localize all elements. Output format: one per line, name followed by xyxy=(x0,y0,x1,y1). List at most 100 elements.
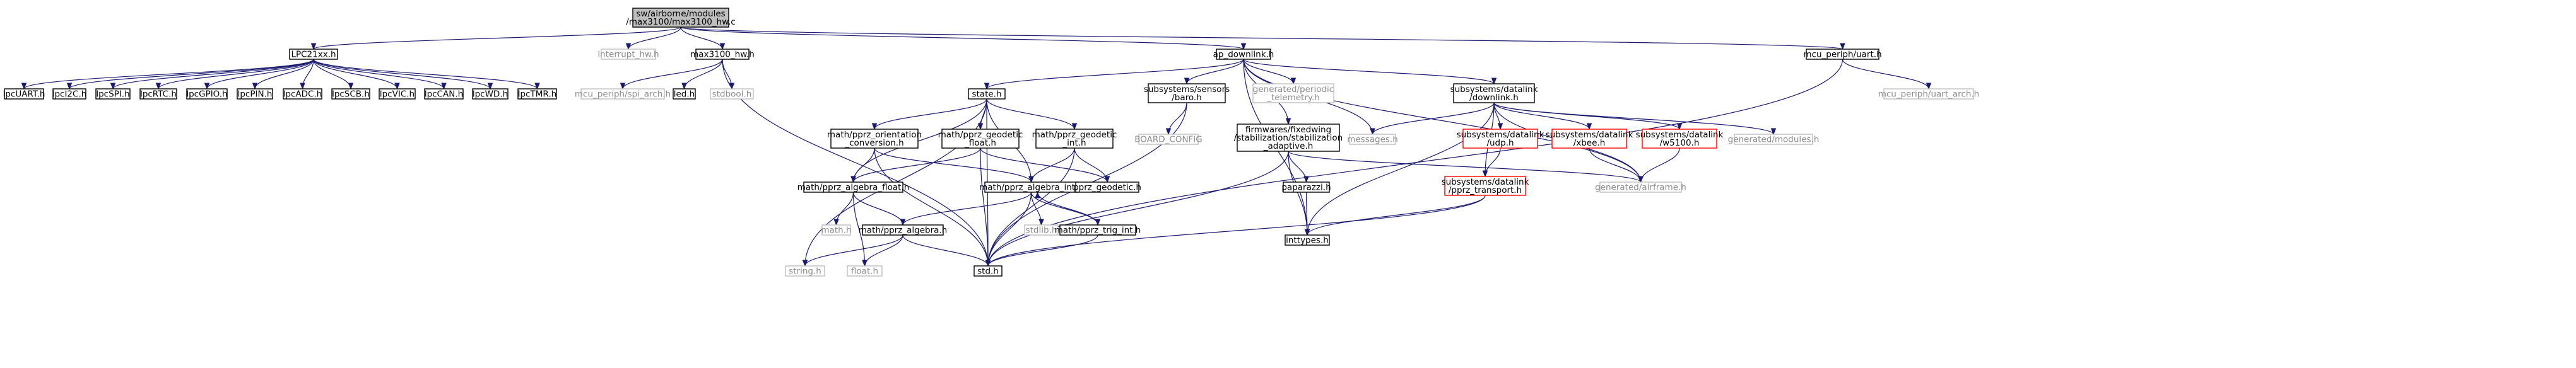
node-label: led.h xyxy=(674,89,695,100)
node-lpc21xx[interactable]: LPC21xx.h xyxy=(289,49,338,60)
edge-line xyxy=(206,59,314,89)
node-label: math/pprz_algebra_float.h xyxy=(797,183,910,193)
edge-arrowhead xyxy=(862,260,867,267)
node-spi-arch[interactable]: mcu_periph/spi_arch.h xyxy=(575,88,671,100)
node-mcu-uart[interactable]: mcu_periph/uart.h xyxy=(1803,49,1882,60)
node-paparazzi[interactable]: paparazzi.h xyxy=(1281,181,1331,193)
edge-arrowhead xyxy=(1770,128,1777,135)
edge-pprz-algebra-to-float xyxy=(862,234,903,267)
edge-line xyxy=(628,26,681,50)
node-lpcSCB[interactable]: lpcSCB.h xyxy=(331,88,370,100)
node-baro[interactable]: subsystems/sensors/baro.h xyxy=(1144,83,1230,103)
node-lpcADC[interactable]: lpcADC.h xyxy=(283,88,322,100)
node-box xyxy=(139,88,177,100)
edge-mcu-uart-to-uart-arch xyxy=(1842,59,1932,90)
node-label: /baro.h xyxy=(1172,93,1202,103)
node-math[interactable]: math.h xyxy=(821,224,852,236)
edge-ap-downlink-to-baro xyxy=(1184,59,1244,85)
node-lpcCAN[interactable]: lpcCAN.h xyxy=(424,88,464,100)
node-algebra-int[interactable]: math/pprz_algebra_int.h xyxy=(979,181,1083,193)
node-label: _float.h xyxy=(964,138,996,148)
node-algebra-float[interactable]: math/pprz_algebra_float.h xyxy=(797,181,910,193)
node-stdbool[interactable]: stdbool.h xyxy=(710,88,754,100)
node-box xyxy=(1444,176,1526,196)
edge-arrowhead xyxy=(252,83,258,90)
node-pprz-algebra[interactable]: math/pprz_algebra.h xyxy=(859,224,947,236)
node-modules[interactable]: generated/modules.h xyxy=(1728,134,1820,145)
node-lpcVIC[interactable]: lpcVIC.h xyxy=(379,88,416,100)
edge-w5100-to-airframe xyxy=(1638,147,1680,183)
edge-arrowhead xyxy=(681,83,687,90)
node-label: mcu_periph/uart_arch.h xyxy=(1878,89,1980,100)
edge-trig-int-to-std xyxy=(985,234,1098,267)
node-string[interactable]: string.h xyxy=(785,265,825,277)
edge-line xyxy=(680,26,1844,50)
edge-line xyxy=(680,26,1244,50)
node-geodetic-float[interactable]: math/pprz_geodetic_float.h xyxy=(938,129,1023,149)
node-lpcUART[interactable]: lpcUART.h xyxy=(3,88,45,100)
node-pprz-geodetic[interactable]: pprz_geodetic.h xyxy=(1073,181,1141,193)
node-inttypes[interactable]: inttypes.h xyxy=(1285,234,1330,246)
node-box xyxy=(862,224,944,236)
edge-arrowhead xyxy=(625,43,632,50)
edge-max3100-hw-to-stdbool xyxy=(722,59,735,90)
node-messages[interactable]: messages.h xyxy=(1347,134,1398,145)
node-uart-arch[interactable]: mcu_periph/uart_arch.h xyxy=(1878,88,1980,100)
node-label: /max3100/max3100_hw.c xyxy=(626,17,735,27)
node-lpcGPIO[interactable]: lpcGPIO.h xyxy=(186,88,228,100)
node-label: lpcPIN.h xyxy=(238,89,273,100)
node-label: mcu_periph/uart.h xyxy=(1803,50,1881,60)
node-geodetic-int[interactable]: math/pprz_geodetic_int.h xyxy=(1032,129,1117,149)
node-box xyxy=(695,49,750,60)
node-label: math/pprz_trig_int.h xyxy=(1055,226,1141,236)
edge-line xyxy=(1493,102,1680,130)
node-label: lpcUART.h xyxy=(3,89,45,100)
node-label: subsystems/datalink xyxy=(1442,177,1529,187)
edge-arrowhead xyxy=(204,83,210,90)
node-state[interactable]: state.h xyxy=(968,88,1006,100)
node-box xyxy=(237,88,273,100)
node-ap-downlink[interactable]: ap_downlink.h xyxy=(1213,49,1274,60)
node-box xyxy=(847,265,883,277)
edge-line xyxy=(980,147,1108,183)
node-interrupt-hw[interactable]: interrupt_hw.h xyxy=(597,49,659,60)
node-label: mcu_periph/spi_arch.h xyxy=(575,89,671,100)
node-label: stdbool.h xyxy=(712,89,752,100)
node-lpcWD[interactable]: lpcWD.h xyxy=(472,88,509,100)
node-orientation-conversion[interactable]: math/pprz_orientation_conversion.h xyxy=(827,129,922,149)
node-lpcI2C[interactable]: lpcI2C.h xyxy=(52,88,87,100)
node-xbee[interactable]: subsystems/datalink/xbee.h xyxy=(1546,129,1633,149)
node-lpcTMR[interactable]: lpcTMR.h xyxy=(517,88,557,100)
node-periodic-telemetry[interactable]: generated/periodic_telemetry.h xyxy=(1252,83,1334,103)
node-box xyxy=(472,88,509,100)
node-lpcPIN[interactable]: lpcPIN.h xyxy=(237,88,273,100)
node-airframe[interactable]: generated/airframe.h xyxy=(1595,181,1686,193)
node-led[interactable]: led.h xyxy=(673,88,696,100)
node-lpcSPI[interactable]: lpcSPI.h xyxy=(95,88,131,100)
node-float[interactable]: float.h xyxy=(847,265,883,277)
node-label: math/pprz_geodetic xyxy=(1032,130,1117,140)
edge-line xyxy=(1493,102,1774,135)
node-lpcRTC[interactable]: lpcRTC.h xyxy=(139,88,177,100)
node-root[interactable]: sw/airborne/modules/max3100/max3100_hw.c xyxy=(626,8,736,28)
node-label: state.h xyxy=(972,89,1001,100)
node-stabilization-adaptive[interactable]: firmwares/fixedwing/stabilization/stabil… xyxy=(1234,124,1343,152)
node-trig-int[interactable]: math/pprz_trig_int.h xyxy=(1055,224,1141,236)
node-downlink[interactable]: subsystems/datalink/downlink.h xyxy=(1450,83,1538,103)
node-max3100-hw[interactable]: max3100_hw.h xyxy=(690,49,755,60)
node-udp[interactable]: subsystems/datalink/udp.h xyxy=(1457,129,1544,149)
node-stdlib[interactable]: stdlib.h xyxy=(1024,224,1059,236)
node-label: /w5100.h xyxy=(1660,138,1700,148)
node-box xyxy=(1883,88,1974,100)
edge-line xyxy=(1243,59,1294,84)
node-label: lpcCAN.h xyxy=(425,89,463,100)
node-w5100[interactable]: subsystems/datalink/w5100.h xyxy=(1636,129,1724,149)
edge-line xyxy=(1030,147,1075,183)
edge-max3100-hw-to-spi-arch xyxy=(620,59,723,90)
node-label: math/pprz_geodetic xyxy=(938,130,1023,140)
node-std[interactable]: std.h xyxy=(973,265,1003,277)
node-pprz-transport[interactable]: subsystems/datalink/pprz_transport.h xyxy=(1442,176,1529,196)
node-board-config[interactable]: BOARD_CONFIG xyxy=(1134,134,1203,145)
node-label: paparazzi.h xyxy=(1281,183,1331,193)
